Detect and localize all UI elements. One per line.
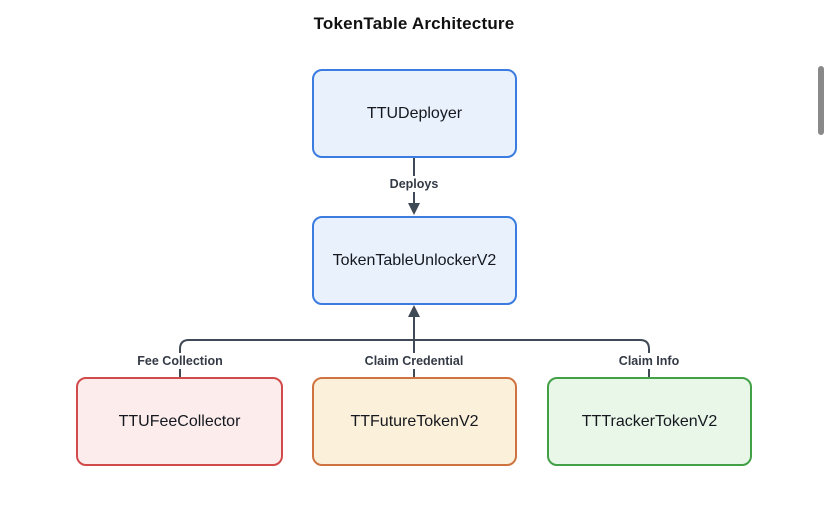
edge-label-claim-info: Claim Info: [614, 353, 684, 369]
node-label: TTUFeeCollector: [118, 412, 241, 430]
node-ttu-deployer: TTUDeployer: [312, 69, 517, 158]
node-tt-tracker-token-v2: TTTrackerTokenV2: [547, 377, 752, 466]
node-label: TTTrackerTokenV2: [581, 412, 718, 430]
node-tt-future-token-v2: TTFutureTokenV2: [312, 377, 517, 466]
arrowhead-down-icon: [408, 203, 420, 215]
edge-label-fee-collection: Fee Collection: [133, 353, 227, 369]
node-label: TTUDeployer: [366, 104, 463, 122]
diagram-title: TokenTable Architecture: [313, 14, 515, 33]
scrollbar-thumb[interactable]: [818, 66, 824, 135]
node-label: TTFutureTokenV2: [350, 412, 479, 430]
node-ttu-fee-collector: TTUFeeCollector: [76, 377, 283, 466]
edge-label-claim-credential: Claim Credential: [360, 353, 468, 369]
node-label: TokenTableUnlockerV2: [332, 251, 497, 269]
node-tokentable-unlocker-v2: TokenTableUnlockerV2: [312, 216, 517, 305]
edge-label-deploys: Deploys: [385, 176, 443, 192]
arrowhead-up-icon: [408, 305, 420, 317]
